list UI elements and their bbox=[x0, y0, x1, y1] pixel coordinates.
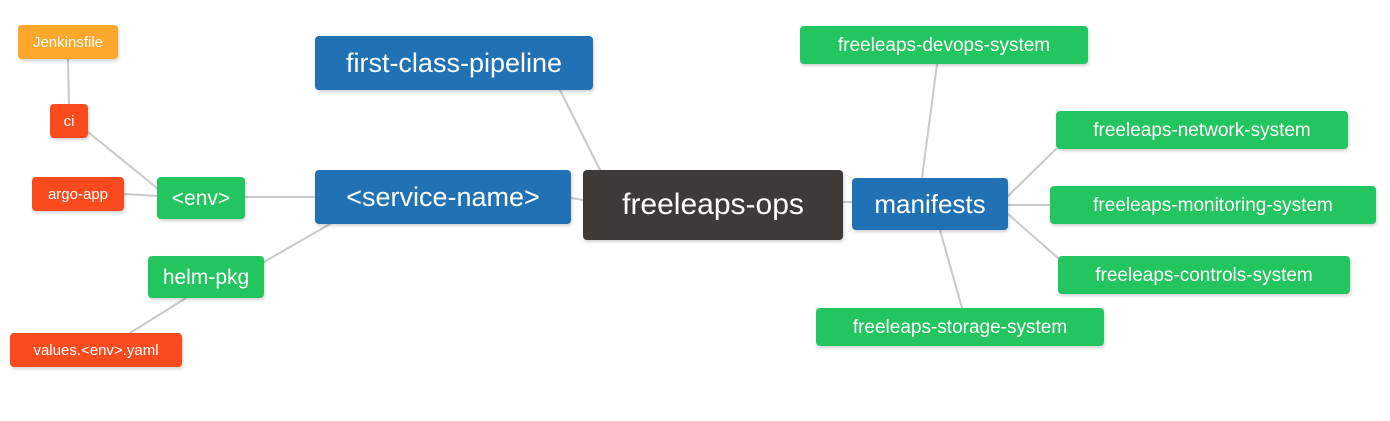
node-jenkinsfile[interactable]: Jenkinsfile bbox=[18, 25, 118, 59]
node-manifests[interactable]: manifests bbox=[852, 178, 1008, 230]
node-monitoring-system[interactable]: freeleaps-monitoring-system bbox=[1050, 186, 1376, 224]
node-freeleaps-ops[interactable]: freeleaps-ops bbox=[583, 170, 843, 240]
edge-devops-system-to-manifests bbox=[921, 63, 938, 179]
node-first-class-pipeline[interactable]: first-class-pipeline bbox=[315, 36, 593, 90]
edge-values-yaml-to-helm-pkg bbox=[129, 297, 187, 334]
node-env[interactable]: <env> bbox=[157, 177, 245, 219]
node-argo-app[interactable]: argo-app bbox=[32, 177, 124, 211]
edge-helm-pkg-to-service-name bbox=[263, 223, 331, 263]
node-network-system[interactable]: freeleaps-network-system bbox=[1056, 111, 1348, 149]
node-service-name[interactable]: <service-name> bbox=[315, 170, 571, 224]
edge-argo-app-to-env bbox=[123, 193, 158, 197]
node-devops-system[interactable]: freeleaps-devops-system bbox=[800, 26, 1088, 64]
edge-manifests-to-storage-system bbox=[939, 229, 963, 309]
node-values-yaml[interactable]: values.<env>.yaml bbox=[10, 333, 182, 367]
edge-manifests-to-network-system bbox=[1007, 148, 1057, 197]
edge-ci-to-env bbox=[87, 131, 158, 189]
node-controls-system[interactable]: freeleaps-controls-system bbox=[1058, 256, 1350, 294]
node-ci[interactable]: ci bbox=[50, 104, 88, 138]
node-helm-pkg[interactable]: helm-pkg bbox=[148, 256, 264, 298]
node-storage-system[interactable]: freeleaps-storage-system bbox=[816, 308, 1104, 346]
edge-service-name-to-freeleaps-ops bbox=[570, 197, 584, 201]
edge-manifests-to-controls-system bbox=[1007, 213, 1059, 259]
edge-first-class-pipeline-to-freeleaps-ops bbox=[559, 89, 601, 171]
edge-jenkinsfile-to-ci bbox=[67, 58, 70, 105]
